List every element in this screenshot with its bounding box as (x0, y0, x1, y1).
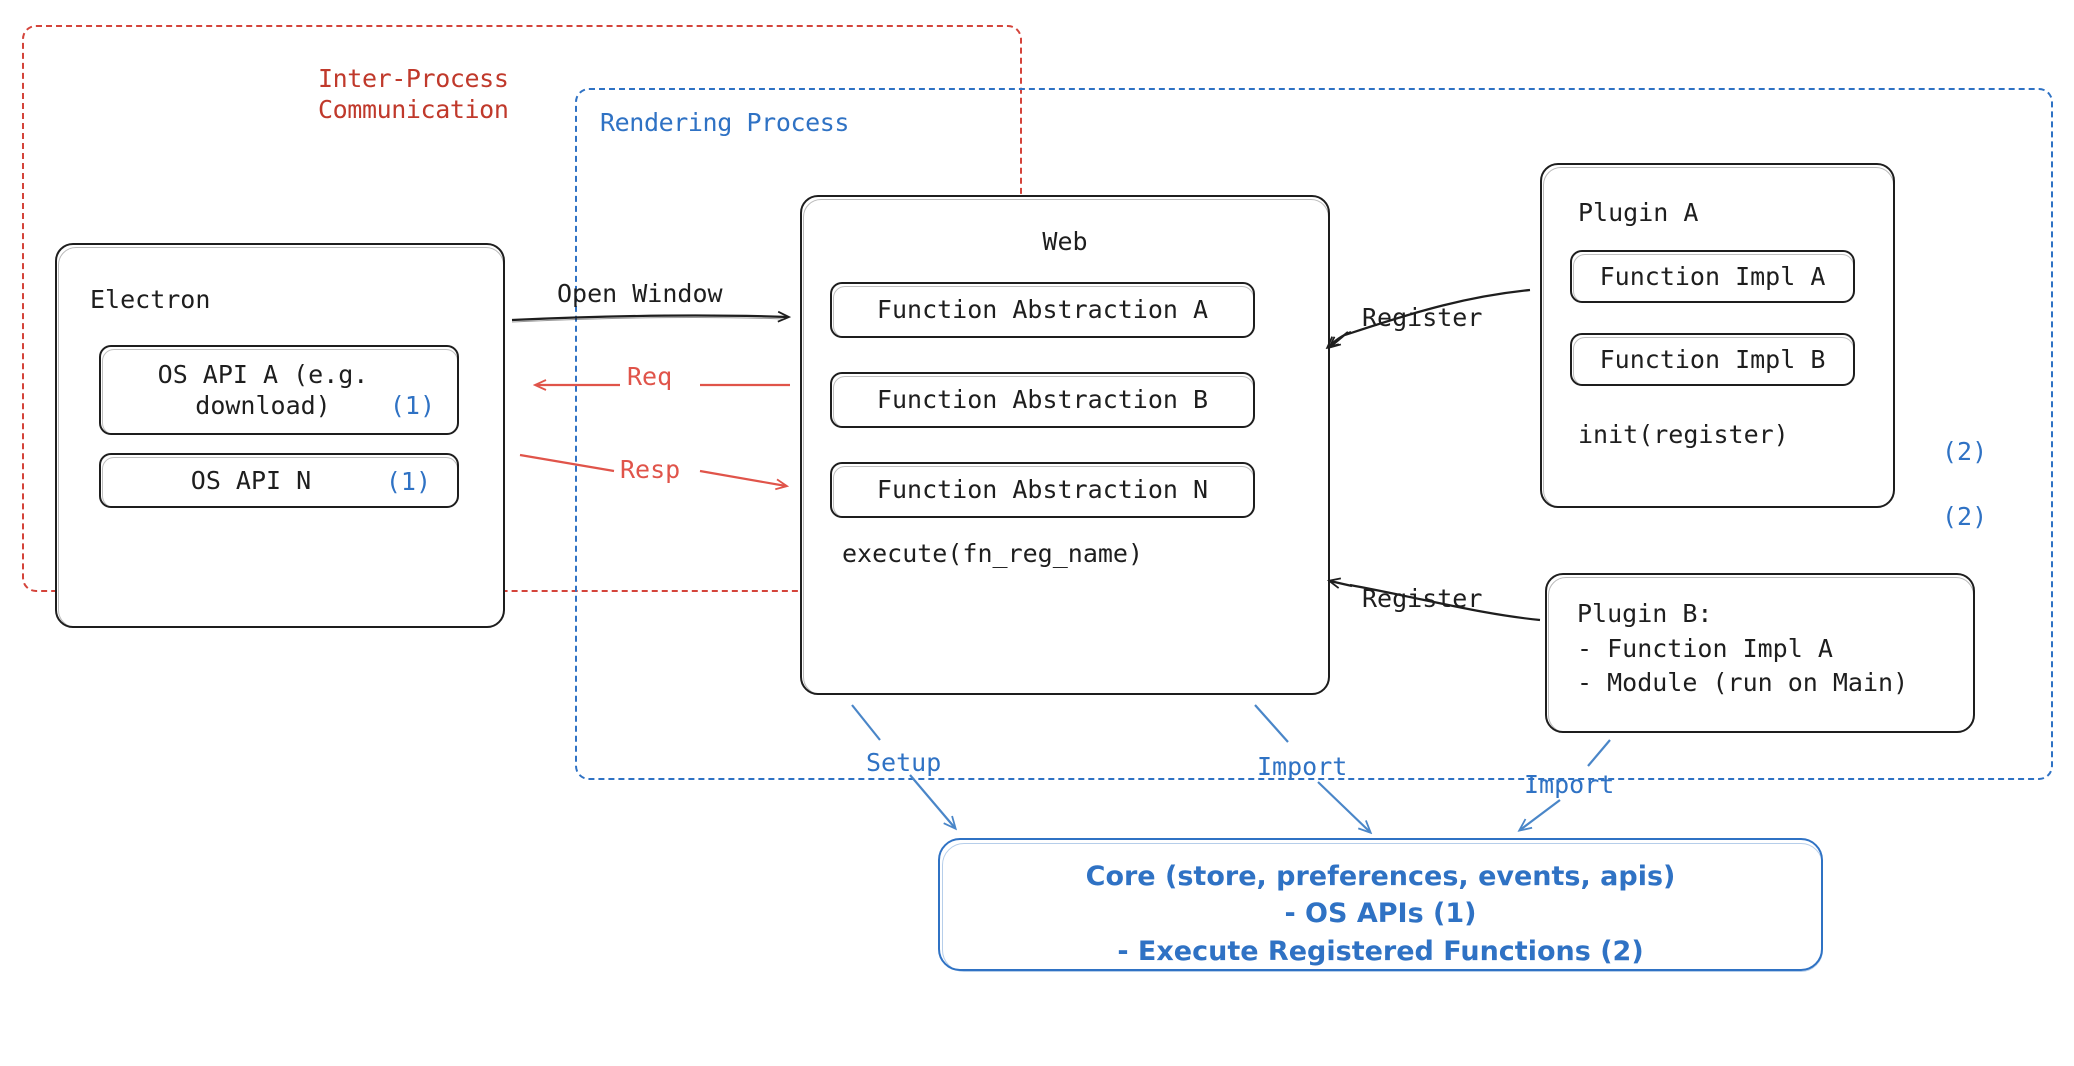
function-abstraction-a-label: Function Abstraction A (876, 295, 1209, 325)
register-plugin-a-label: Register (1362, 303, 1483, 332)
req-label: Req (627, 362, 673, 391)
electron-title: Electron (90, 285, 211, 314)
plugin-a-function-impl-b-box[interactable]: Function Impl B (1570, 333, 1855, 386)
register-plugin-b-label: Register (1362, 584, 1483, 613)
rendering-process-title: Rendering Process (600, 108, 850, 137)
os-api-a-tag: (1) (389, 391, 435, 420)
setup-label: Setup (866, 748, 942, 777)
web-box[interactable]: Web Function Abstraction A (2) Function … (800, 195, 1987, 695)
plugin-a-function-impl-a-label: Function Impl A (1599, 261, 1826, 291)
web-execute-label: execute(fn_reg_name) (842, 539, 1144, 568)
plugin-b-lines: Plugin B: - Function Impl A - Module (ru… (1577, 599, 1909, 697)
import-web-label: Import (1257, 752, 1348, 781)
web-title: Web (1042, 227, 1088, 256)
core-text: Core (store, preferences, events, apis) … (1085, 861, 1676, 967)
function-abstraction-a-tag: (2) (1942, 437, 1988, 466)
plugin-a-init-label: init(register) (1578, 420, 1789, 449)
plugin-b-box[interactable]: Plugin B: - Function Impl A - Module (ru… (1545, 573, 1975, 733)
os-api-a-label: OS API A (e.g. download) (157, 359, 369, 420)
os-api-n-label: OS API N (190, 465, 312, 495)
function-abstraction-a-box[interactable]: Function Abstraction A (830, 282, 1255, 338)
rendering-process-container (575, 88, 2053, 780)
os-api-a-box[interactable]: OS API A (e.g. download) (1) (99, 345, 459, 435)
os-api-n-box[interactable]: OS API N (1) (99, 453, 459, 508)
os-api-n-tag: (1) (385, 467, 431, 496)
plugin-a-function-impl-a-box[interactable]: Function Impl A (1570, 250, 1855, 303)
plugin-a-title: Plugin A (1578, 198, 1699, 227)
function-abstraction-n-label: Function Abstraction N (876, 475, 1209, 505)
function-abstraction-b-tag: (2) (1942, 502, 1988, 531)
plugin-a-box[interactable]: Plugin A Function Impl A Function Impl B… (1540, 163, 1895, 508)
core-box[interactable]: Core (store, preferences, events, apis) … (938, 838, 1823, 972)
resp-label: Resp (620, 455, 681, 484)
plugin-a-function-impl-b-label: Function Impl B (1599, 344, 1826, 374)
open-window-label: Open Window (557, 279, 723, 308)
electron-box[interactable]: Electron OS API A (e.g. download) (1) OS… (55, 243, 505, 628)
import-plugin-label: Import (1524, 770, 1615, 799)
function-abstraction-b-label: Function Abstraction B (876, 385, 1209, 415)
function-abstraction-b-box[interactable]: Function Abstraction B (830, 372, 1255, 428)
function-abstraction-n-box[interactable]: Function Abstraction N (830, 462, 1255, 518)
inter-process-communication-title: Inter-Process Communication (318, 64, 509, 124)
